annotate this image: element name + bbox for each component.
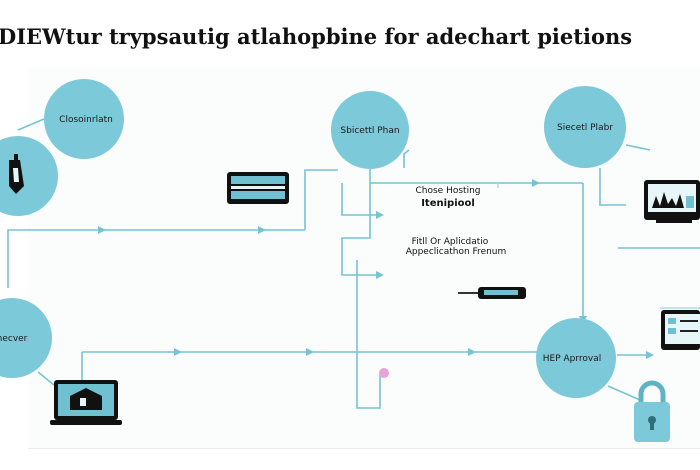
arrowhead <box>174 348 182 356</box>
node-pen-circle[interactable] <box>0 136 58 216</box>
node-checker-label: hecver <box>0 334 28 344</box>
connector-left-vertical <box>7 229 86 288</box>
node-service-label: Sbicettl Phan <box>340 126 399 136</box>
fill-application-line1: Fitll Or Aplicdatio <box>412 237 489 247</box>
monitor-icon <box>644 180 700 223</box>
connector-center-stem <box>356 260 381 409</box>
arrowhead <box>376 211 384 219</box>
tablet-icon <box>227 172 289 204</box>
connector-select-monitor <box>625 144 651 151</box>
node-select-circle[interactable] <box>544 86 626 168</box>
node-cloud-label: Closoinrlatn <box>59 115 113 125</box>
connector-select-down <box>599 168 626 206</box>
connector-lines <box>7 118 700 409</box>
connector-service-bracket-b <box>341 183 380 276</box>
arrowhead <box>258 226 266 234</box>
node-approval-label: HEP Aprroval <box>543 354 602 364</box>
pen-icon <box>9 154 24 194</box>
arrowheads <box>98 179 654 359</box>
arrowhead <box>306 348 314 356</box>
arrowhead <box>532 179 540 187</box>
connector-service-bracket-a <box>341 183 382 216</box>
node-service-circle[interactable] <box>331 91 409 169</box>
connector-cloud-pen <box>17 118 45 131</box>
node-checker-circle[interactable] <box>0 298 52 378</box>
connector-service-down <box>369 168 583 184</box>
node-cloud-circle[interactable] <box>44 79 124 159</box>
arrowhead <box>468 348 476 356</box>
status-dot <box>379 368 389 378</box>
connector-mid-up <box>304 169 338 230</box>
padlock-icon <box>634 380 670 442</box>
hosting-id: Itenipiool <box>421 198 475 209</box>
arrowhead <box>646 351 654 359</box>
diagram-title: DIEWtur trypsautig atlahopbine for adech… <box>0 24 633 49</box>
laptop-icon <box>50 380 122 425</box>
arrowhead <box>376 271 384 279</box>
node-select-label: Siecetl Plabr <box>557 123 613 133</box>
connector-checker-laptop <box>37 371 55 386</box>
connector-approval-device <box>607 385 641 401</box>
hosting-label: Chose Hosting <box>416 186 481 196</box>
display-panel-icon <box>661 310 700 350</box>
pen-tool-icon <box>458 287 526 299</box>
arrowhead <box>98 226 106 234</box>
node-approval-circle[interactable] <box>536 318 616 398</box>
fill-application-line2: Appeclicathon Frenum <box>406 247 507 257</box>
connector-service-right <box>403 149 410 168</box>
